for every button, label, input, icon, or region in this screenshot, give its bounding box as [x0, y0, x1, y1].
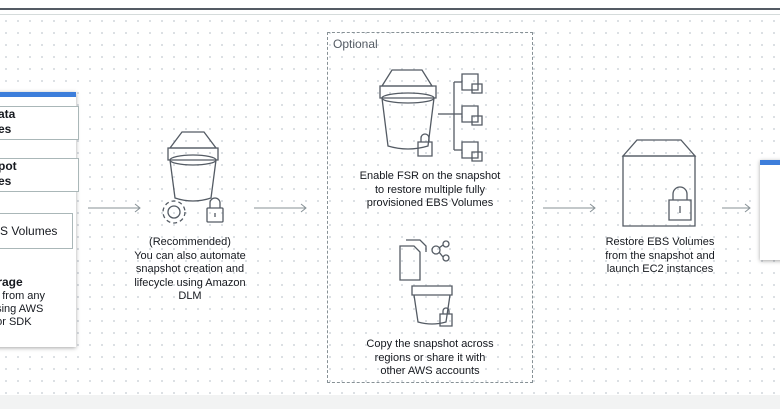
- card-box-3-text: BS Volumes: [0, 224, 58, 238]
- restore-caption: Restore EBS Volumes from the snapshot an…: [605, 236, 715, 275]
- arrow-icon: [543, 202, 599, 214]
- document-bucket-lock-icon: [396, 236, 466, 330]
- diagram-canvas: [0, 15, 780, 395]
- storage-title: orage: [0, 275, 23, 289]
- ec2-instance-card: [760, 160, 780, 260]
- arrow-icon: [722, 202, 754, 214]
- card-box-2-text: pot es: [0, 159, 17, 188]
- optional-group: [327, 32, 533, 383]
- storage-line-1: ot from any: [0, 290, 46, 302]
- arrow-icon: [254, 202, 310, 214]
- top-toolbar: [0, 0, 780, 15]
- arrow-icon: [88, 202, 144, 214]
- optional-label: Optional: [333, 37, 378, 51]
- card-box-1-text: ata es: [0, 107, 16, 136]
- storage-line-3: , or SDK: [0, 316, 32, 328]
- card-box-boot-volumes: pot es: [0, 158, 79, 192]
- copy-caption: Copy the snapshot across regions or shar…: [366, 338, 494, 377]
- dlm-caption: (Recommended) You can also automate snap…: [134, 236, 246, 302]
- card-box-data-volumes: ata es: [0, 106, 79, 140]
- storage-line-2: using AWS: [0, 303, 44, 315]
- toolbar-divider: [0, 8, 780, 10]
- fsr-caption: Enable FSR on the snapshot to restore mu…: [359, 170, 501, 209]
- card-box-ebs-volumes: BS Volumes: [0, 213, 73, 249]
- box-lock-icon: [617, 136, 701, 230]
- bottom-strip: [0, 395, 780, 409]
- card-storage-section: orage ot from any using AWS , or SDK: [0, 275, 66, 329]
- bucket-tree-locks-icon: [372, 68, 492, 168]
- bucket-gear-lock-icon: [152, 128, 232, 228]
- ebs-source-card: ata es pot es BS Volumes orage ot from a…: [0, 92, 79, 347]
